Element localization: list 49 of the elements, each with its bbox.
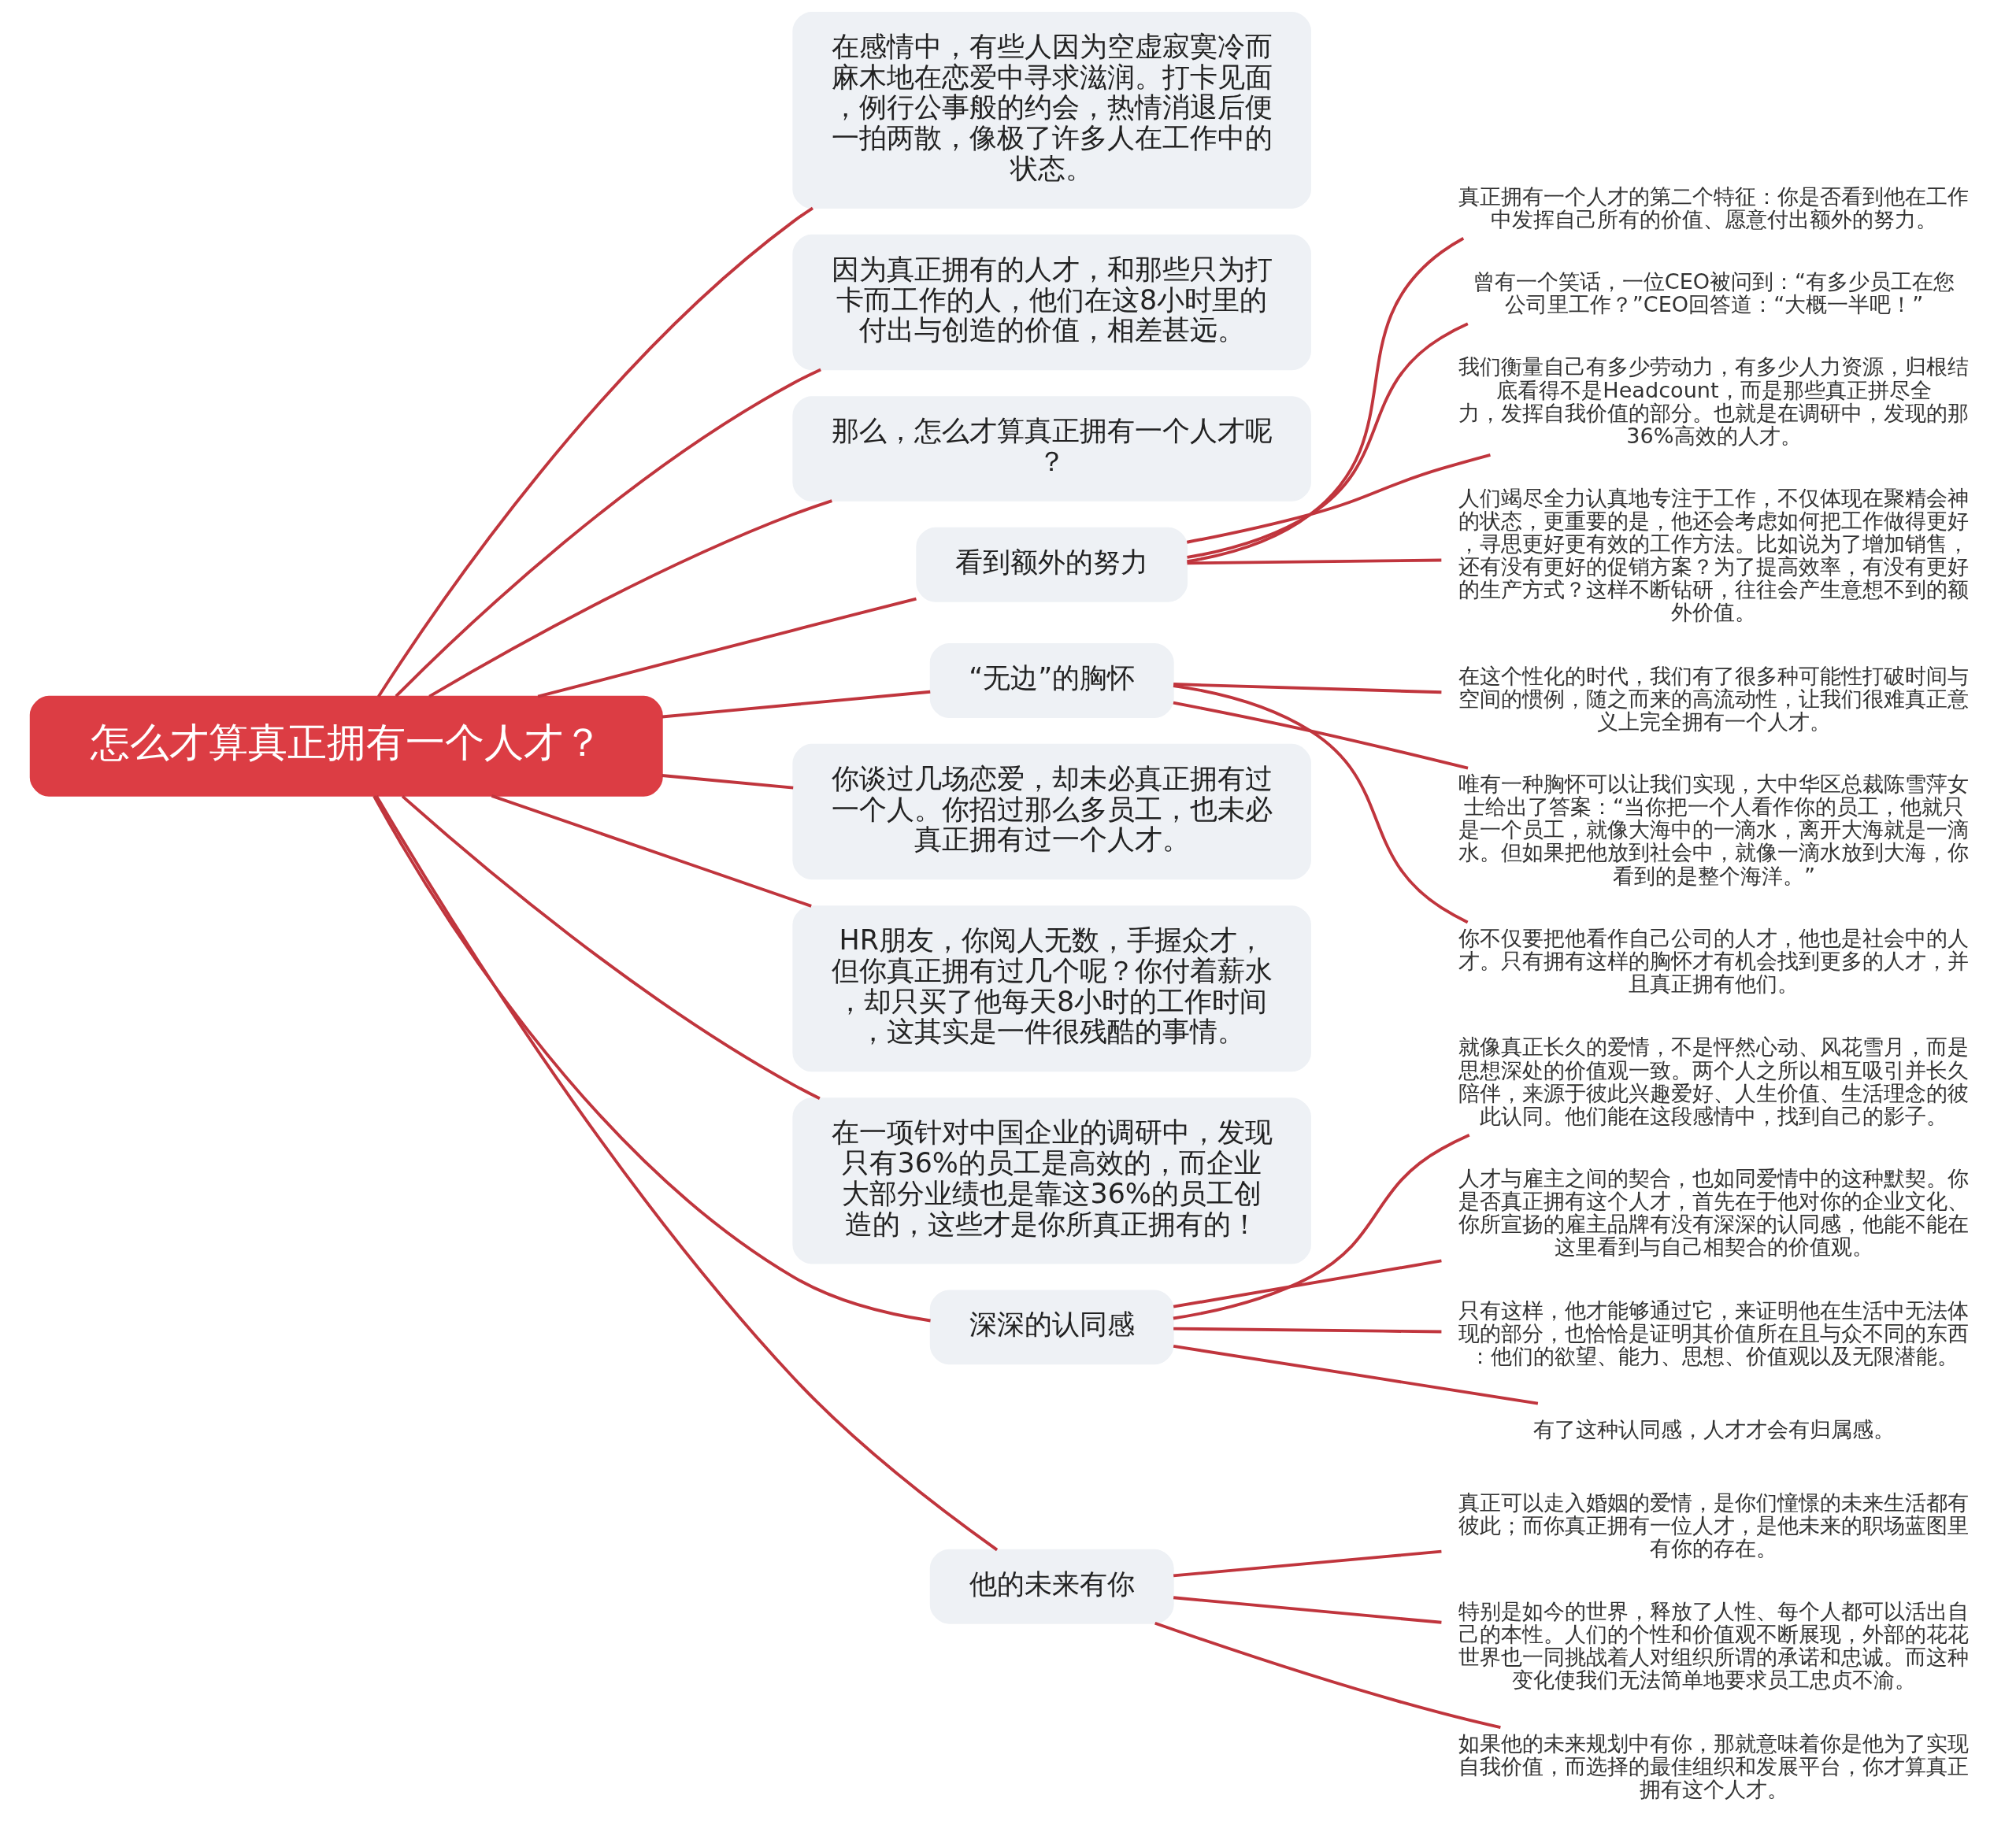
node-text: 真正拥有一个人才的第二个特征：你是否看到他在工作中发挥自己所有的价值、愿意付出额外的努力。 (1458, 183, 1969, 231)
node-text: 特别是如今的世界，释放了人性、每个人都可以活出自己的本性。人们的个性和价值观不断展现，外部的花花世界也一同挑战着人对组织所谓的承诺和忠诚。而这种变化使我们无法简单地要求员工忠贞不渝。 (1458, 1599, 1969, 1693)
connector (662, 690, 930, 719)
node-text: 真正可以走入婚姻的爱情，是你们憧憬的未来生活都有彼此；而你真正拥有一位人才，是他未来的职场蓝图里有你的存在。 (1458, 1490, 1969, 1560)
connector (1173, 683, 1441, 694)
connector (491, 794, 812, 908)
node-box: 因为真正拥有的人才，和那些只为打卡而工作的人，他们在这8小时里的付出与创造的价值，相差甚远。 (791, 234, 1311, 371)
connector (376, 206, 813, 698)
node-text: 有了这种认同感，人才才会有归属感。 (1532, 1416, 1895, 1442)
connector (1173, 1549, 1442, 1578)
connector (428, 499, 832, 698)
node-text: 在这个性化的时代，我们有了很多种可能性打破时间与空间的惯例，随之而来的高流动性，让我们很难真正意义上完全拥有一个人才。 (1458, 663, 1969, 734)
node-text: 就像真正长久的爱情，不是怦然心动、风花雪月，而是思想深处的价值观一致。两个人之所以相互吸引并长久陪伴，来源于彼此兴趣爱好、人生价值、生活理念的彼此认同。他们能在这段感情中，找到自己的影子。 (1458, 1034, 1969, 1128)
node-text: 你不仅要把他看作自己公司的人才，他也是社会中的人才。只有拥有这样的胸怀才有机会找到更多的人才，并且真正拥有他们。 (1458, 925, 1969, 997)
connector (1173, 1596, 1442, 1624)
node-box: “无边”的胸怀 (929, 643, 1174, 718)
node-box: 怎么才算真正拥有一个人才？ (29, 695, 663, 797)
connector (1154, 1621, 1501, 1730)
connector (1173, 1259, 1442, 1308)
node-box: 在感情中，有些人因为空虚寂寞冷而麻木地在恋爱中寻求滋润。打卡见面，例行公事般的约会，热情消退后便一拍两散，像极了许多人在工作中的状态。 (791, 12, 1311, 209)
connector (1173, 684, 1469, 924)
connector (662, 774, 793, 790)
connector (372, 795, 931, 1323)
node-box: HR朋友，你阅人无数，手握众才，但你真正拥有过几个呢？你付着薪水，却只买了他每天8小时的工作时间，这其实是一件很残酷的事情。 (791, 905, 1311, 1072)
node-text: 只有这样，他才能够通过它，来证明他在生活中无法体现的部分，也恰恰是证明其价值所在且与众不同的东西：他们的欲望、能力、思想、价值观以及无限潜能。 (1458, 1297, 1969, 1368)
node-box: 他的未来有你 (929, 1549, 1174, 1624)
connector (1186, 322, 1469, 559)
node-text: 人才与雇主之间的契合，也如同爱情中的这种默契。你是否真正拥有这个人才，首先在于他对你的企业文化、你所宣扬的雇主品牌有没有深深的认同感，他能不能在这里看到与自己相契合的价值观。 (1458, 1166, 1969, 1260)
connector (374, 794, 998, 1552)
node-text: 人们竭尽全力认真地专注于工作，不仅体现在聚精会神的状态，更重要的是，他还会考虑如何把工作做得更好，寻思更好更有效的工作方法。比如说为了增加销售，还有没有更好的促销方案？为了提高效率，有没有更好的生产方式？这样不断钻研，往往会产生意想不到的额外价值。 (1458, 486, 1969, 625)
connector (1173, 1134, 1470, 1320)
node-box: 看到额外的努力 (915, 527, 1188, 602)
node-text: 曾有一个笑话，一位CEO被问到：“有多少员工在您公司里工作？”CEO回答道：“大概一半吧！” (1473, 268, 1955, 317)
node-box: 那么，怎么才算真正拥有一个人才呢？ (791, 396, 1311, 502)
node-text: 我们衡量自己有多少劳动力，有多少人力资源，归根结底看得不是Headcount，而是那些真正拼尽全力，发挥自我价值的部分。也就是在调研中，发现的那36%高效的人才。 (1458, 354, 1969, 448)
node-text: 如果他的未来规划中有你，那就意味着你是他为了实现自我价值，而选择的最佳组织和发展平台，你才算真正拥有这个人才。 (1458, 1730, 1969, 1801)
node-box: 在一项针对中国企业的调研中，发现只有36%的员工是高效的，而企业大部分业绩也是靠这36%的员工创造的，这些才是你所真正拥有的！ (791, 1097, 1311, 1264)
connector (1186, 237, 1464, 564)
connector (1173, 1344, 1538, 1405)
node-text: 唯有一种胸怀可以让我们实现，大中华区总裁陈雪萍女士给出了答案：“当你把一个人看作你的员工，他就只是一个员工，就像大海中的一滴水，离开大海就是一滴水。但如果把他放到社会中，就像一滴水放到大海，你看到的是整个海洋。” (1458, 772, 1969, 888)
connector (1173, 1327, 1441, 1334)
node-box: 你谈过几场恋爱，却未必真正拥有过一个人。你招过那么多员工，也未必真正拥有过一个人才。 (791, 743, 1311, 880)
node-box: 深深的认同感 (929, 1290, 1174, 1365)
connector (1173, 701, 1468, 770)
connector (1186, 453, 1491, 544)
connector (1186, 558, 1441, 565)
connector (401, 794, 821, 1100)
connector (395, 368, 821, 698)
connector (537, 597, 917, 698)
